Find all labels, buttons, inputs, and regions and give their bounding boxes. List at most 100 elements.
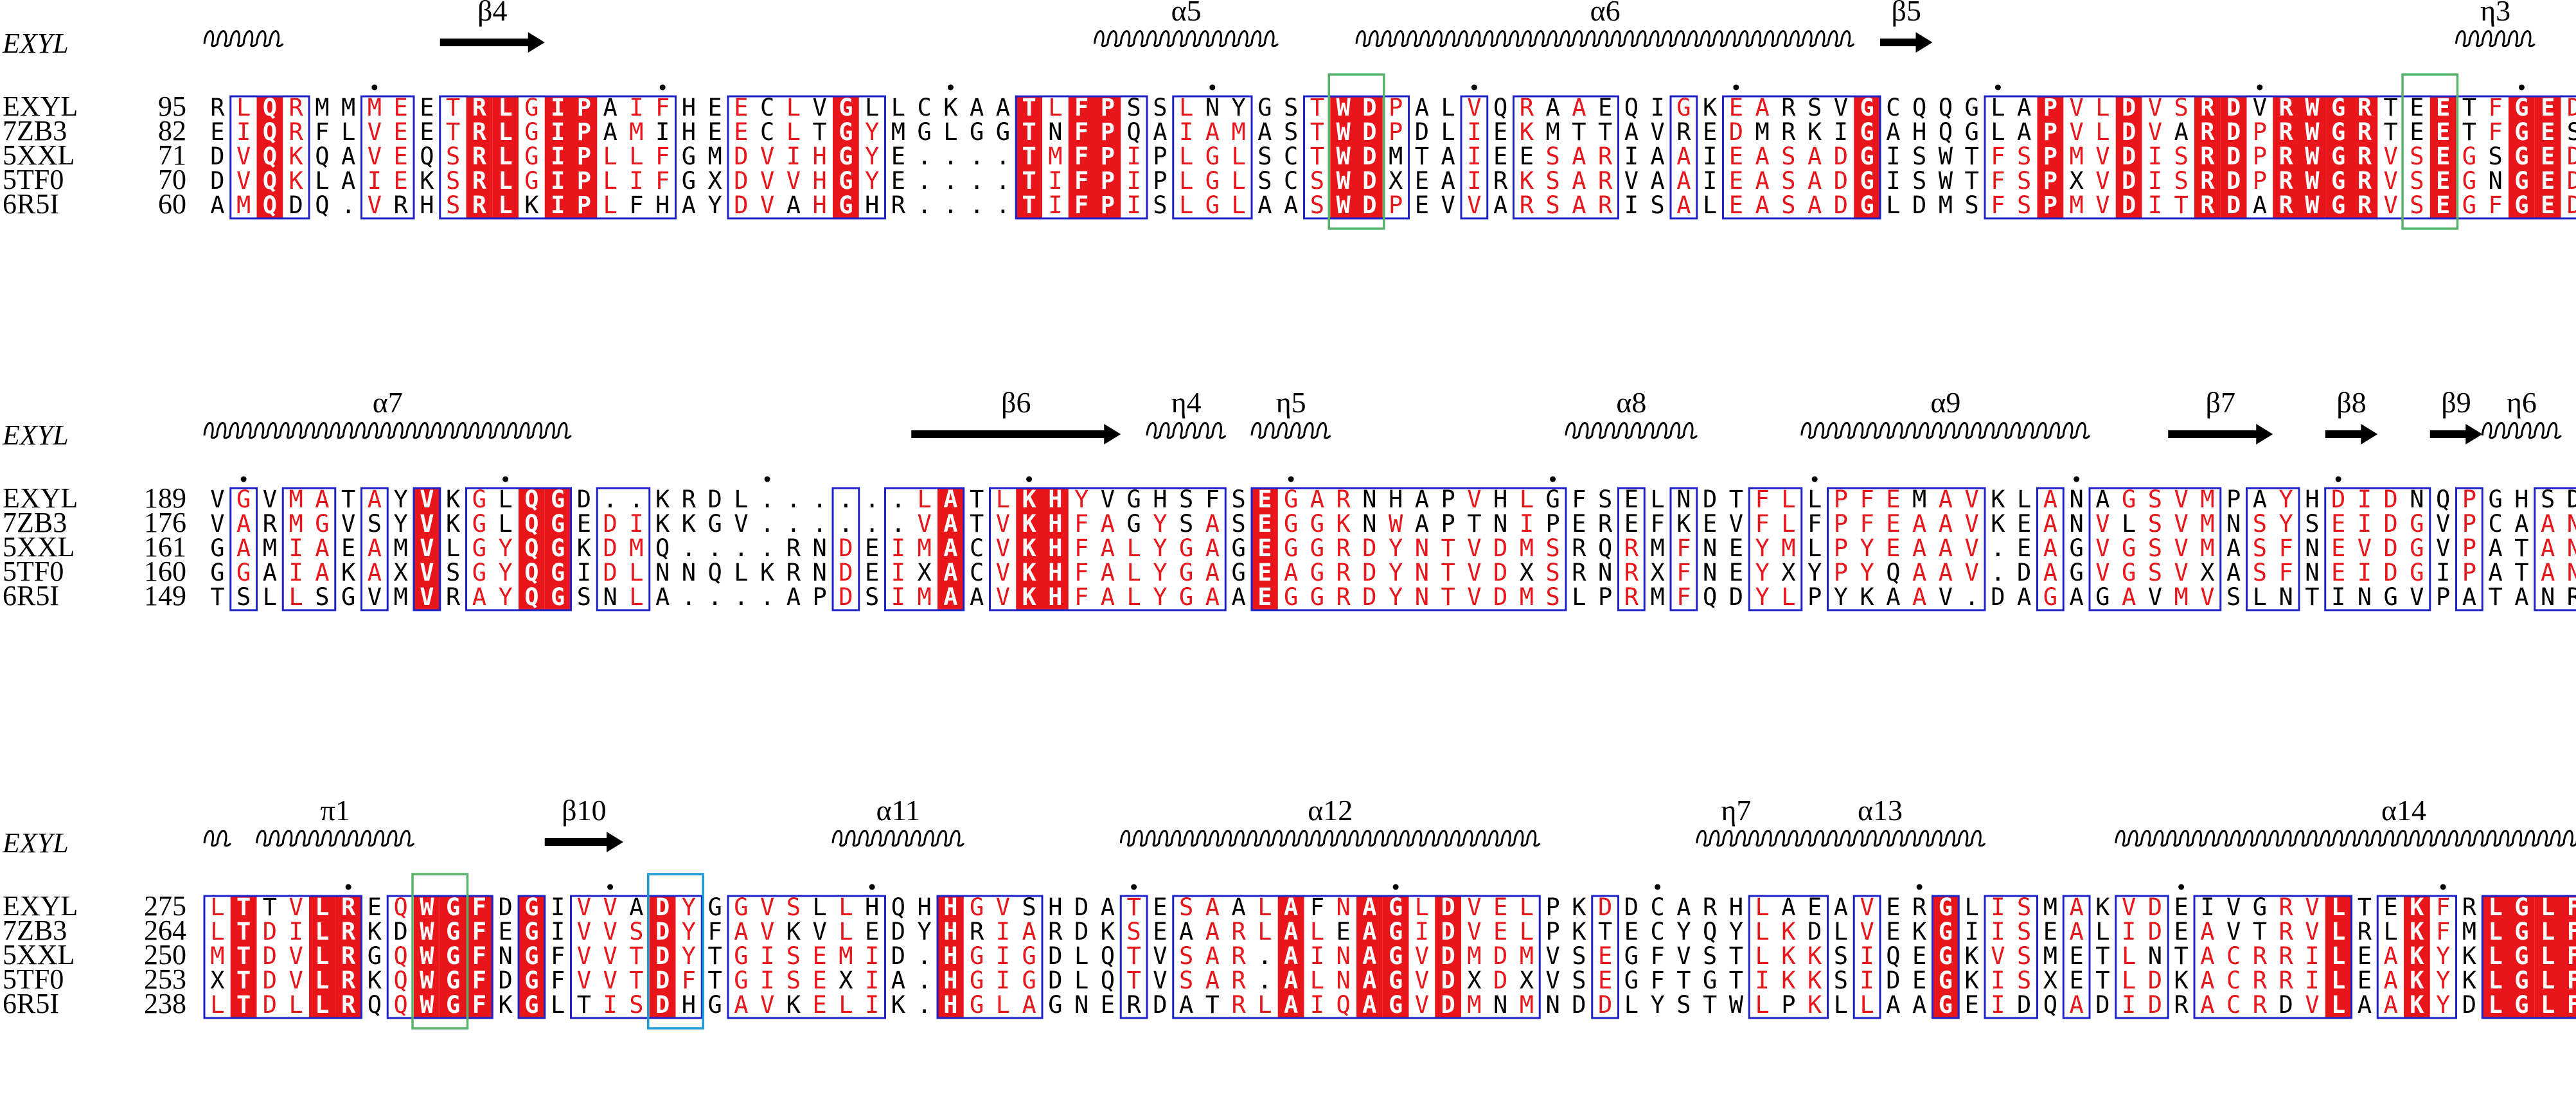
residue: D: [1624, 893, 1639, 921]
residue: N: [2567, 559, 2576, 586]
ss-label: η4: [1171, 386, 1202, 419]
residue: L: [498, 486, 512, 513]
residue: T: [2095, 967, 2110, 994]
residue: T: [2462, 94, 2476, 121]
residue: L: [996, 991, 1010, 1019]
residue: L: [2383, 918, 2397, 945]
sequence-start: 149: [144, 580, 186, 611]
residue: E: [1598, 967, 1612, 994]
residue: I: [2358, 559, 2372, 586]
residue: S: [1781, 167, 1795, 195]
residue: D: [1362, 118, 1376, 146]
residue: L: [2488, 918, 2502, 945]
residue: T: [1022, 94, 1036, 121]
residue: V: [2305, 893, 2319, 921]
residue: L: [1520, 893, 1534, 921]
conservation-box: [1722, 95, 1881, 220]
residue: S: [1257, 143, 1272, 170]
residue: K: [1964, 967, 1979, 994]
residue: S: [2017, 167, 2031, 195]
residue: R: [1572, 559, 1586, 586]
residue: I: [2148, 191, 2162, 219]
residue: V: [2253, 94, 2267, 121]
residue: A: [1912, 510, 1926, 538]
residue: T: [1964, 167, 1978, 195]
residue: S: [1257, 167, 1272, 195]
strand-arrow: [911, 424, 1121, 444]
residue: M: [236, 191, 251, 219]
helix-glyph: [831, 830, 965, 847]
residue: .: [760, 534, 774, 562]
residue: G: [839, 94, 853, 121]
residue: T: [1598, 118, 1612, 146]
sequence-name: 6R5I: [3, 580, 59, 611]
residue: G: [707, 893, 722, 921]
residue: .: [707, 534, 722, 562]
identical-column: [2561, 896, 2576, 1018]
residue: N: [655, 559, 670, 586]
residue: E: [1336, 918, 1350, 945]
residue: E: [498, 918, 512, 945]
residue: P: [1834, 534, 1848, 562]
residue: A: [1231, 893, 1245, 921]
residue: E: [1886, 918, 1900, 945]
residue: G: [1231, 534, 1245, 562]
residue: S: [2148, 486, 2162, 513]
ss-label: β8: [2336, 386, 2366, 419]
residue: F: [1650, 967, 1664, 994]
residue: Q: [655, 534, 670, 562]
residue: L: [1179, 191, 1193, 219]
residue: T: [2253, 918, 2267, 945]
residue: C: [917, 94, 931, 121]
residue: D: [2122, 143, 2136, 170]
residue: N: [2488, 167, 2502, 195]
residue: T: [1467, 510, 1481, 538]
residue: A: [1650, 167, 1664, 195]
residue: D: [1441, 991, 1455, 1019]
residue: V: [2200, 583, 2214, 611]
residue: R: [2253, 991, 2268, 1019]
residue: T: [446, 118, 460, 146]
residue: F: [1676, 583, 1691, 611]
sequence-name: EXYL: [3, 91, 78, 122]
residue: T: [236, 991, 251, 1019]
residue: .: [629, 486, 643, 513]
residue: G: [707, 991, 722, 1019]
ruler-dot: [1471, 84, 1477, 91]
residue: R: [1336, 583, 1351, 611]
residue: I: [865, 967, 879, 994]
residue: L: [341, 118, 355, 146]
residue: C: [2488, 510, 2502, 538]
residue: D: [839, 534, 853, 562]
residue: A: [1834, 893, 1848, 921]
ss-label: β6: [1001, 386, 1031, 419]
residue: H: [1729, 893, 1743, 921]
residue: A: [1415, 510, 1429, 538]
residue: I: [891, 583, 905, 611]
residue: L: [1755, 893, 1769, 921]
residue: F: [1074, 94, 1088, 121]
residue: P: [1834, 510, 1848, 538]
residue: A: [1310, 486, 1324, 513]
residue: S: [1310, 191, 1324, 219]
residue: E: [1729, 559, 1743, 586]
sequence-name: 5TF0: [3, 963, 64, 995]
residue: A: [315, 486, 329, 513]
residue: G: [1389, 918, 1403, 945]
ruler-dot: [345, 884, 351, 890]
residue: A: [1284, 191, 1298, 219]
conservation-box: [1250, 487, 1567, 611]
residue: R: [1781, 94, 1796, 121]
residue: A: [734, 918, 748, 945]
residue: I: [1703, 143, 1717, 170]
conservation-box: [517, 895, 546, 1019]
residue: G: [551, 534, 565, 562]
residue: P: [577, 191, 591, 219]
residue: F: [472, 991, 486, 1019]
conservation-box: [1984, 95, 2576, 220]
residue: A: [1101, 893, 1115, 921]
residue: M: [629, 534, 643, 562]
residue: E: [1493, 893, 1507, 921]
residue: L: [210, 918, 224, 945]
residue: G: [970, 942, 984, 970]
